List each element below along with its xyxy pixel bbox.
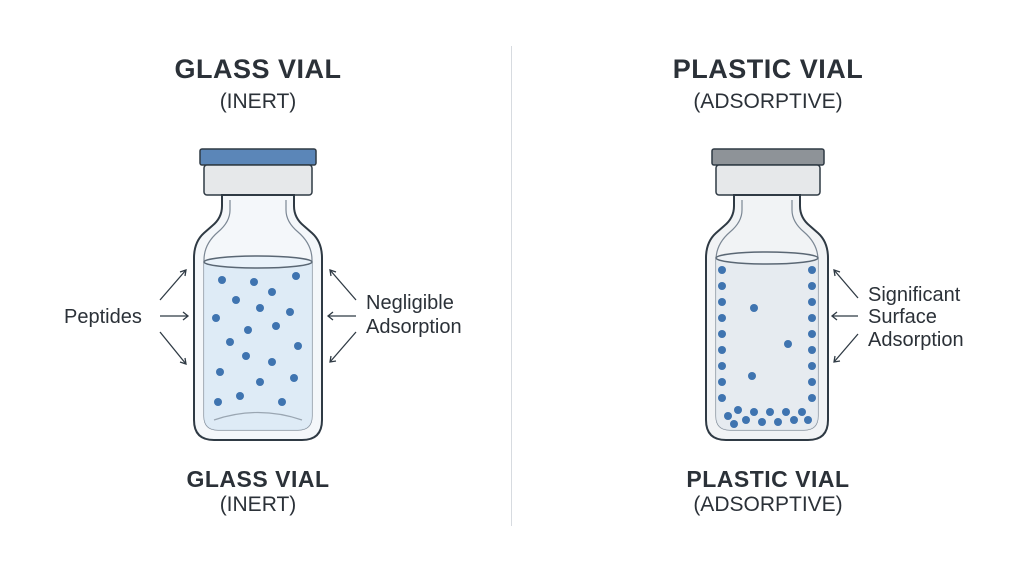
glass-vial-panel: GLASS VIAL (INERT) (64, 54, 462, 516)
glass-vial-cap-crimp (203, 164, 313, 196)
glass-vial-cap-top (199, 148, 317, 166)
peptides-arrows (159, 269, 190, 365)
plastic-vial-panel: PLASTIC VIAL (ADSORPTIVE) (512, 0, 1024, 572)
glass-vial-title: GLASS VIAL (174, 54, 342, 84)
plastic-vial-bottom-subtitle: (ADSORPTIVE) (693, 493, 843, 516)
panel-divider (511, 46, 512, 526)
plastic-vial-subtitle: (ADSORPTIVE) (693, 90, 843, 113)
peptides-label: Peptides (64, 306, 142, 328)
plastic-vial-liquid (716, 258, 818, 430)
glass-vial-liquid (204, 262, 312, 430)
plastic-vial-cap-crimp (715, 164, 821, 196)
plastic-vial-bottom-title: PLASTIC VIAL (686, 466, 850, 492)
glass-vial-subtitle: (INERT) (219, 90, 297, 113)
surface-adsorption-label: Adsorption (868, 329, 964, 351)
surface-adsorption-arrows (830, 269, 859, 363)
surface-label: Surface (868, 306, 937, 328)
glass-vial-peptide-particles (212, 272, 302, 406)
adsorption-label: Adsorption (366, 316, 462, 338)
negligible-label: Negligible (366, 292, 454, 314)
plastic-vial-cap-top (711, 148, 825, 166)
glass-vial-bottom-subtitle: (INERT) (219, 493, 297, 516)
plastic-vial-adsorbed-particles (718, 266, 816, 428)
plastic-vial-title: PLASTIC VIAL (672, 54, 864, 84)
glass-vial-bottom-title: GLASS VIAL (186, 466, 330, 492)
glass-vial-illustration (159, 148, 357, 441)
plastic-vial-illustration (705, 148, 859, 441)
significant-label: Significant (868, 284, 961, 306)
adsorption-arrows (326, 269, 357, 363)
